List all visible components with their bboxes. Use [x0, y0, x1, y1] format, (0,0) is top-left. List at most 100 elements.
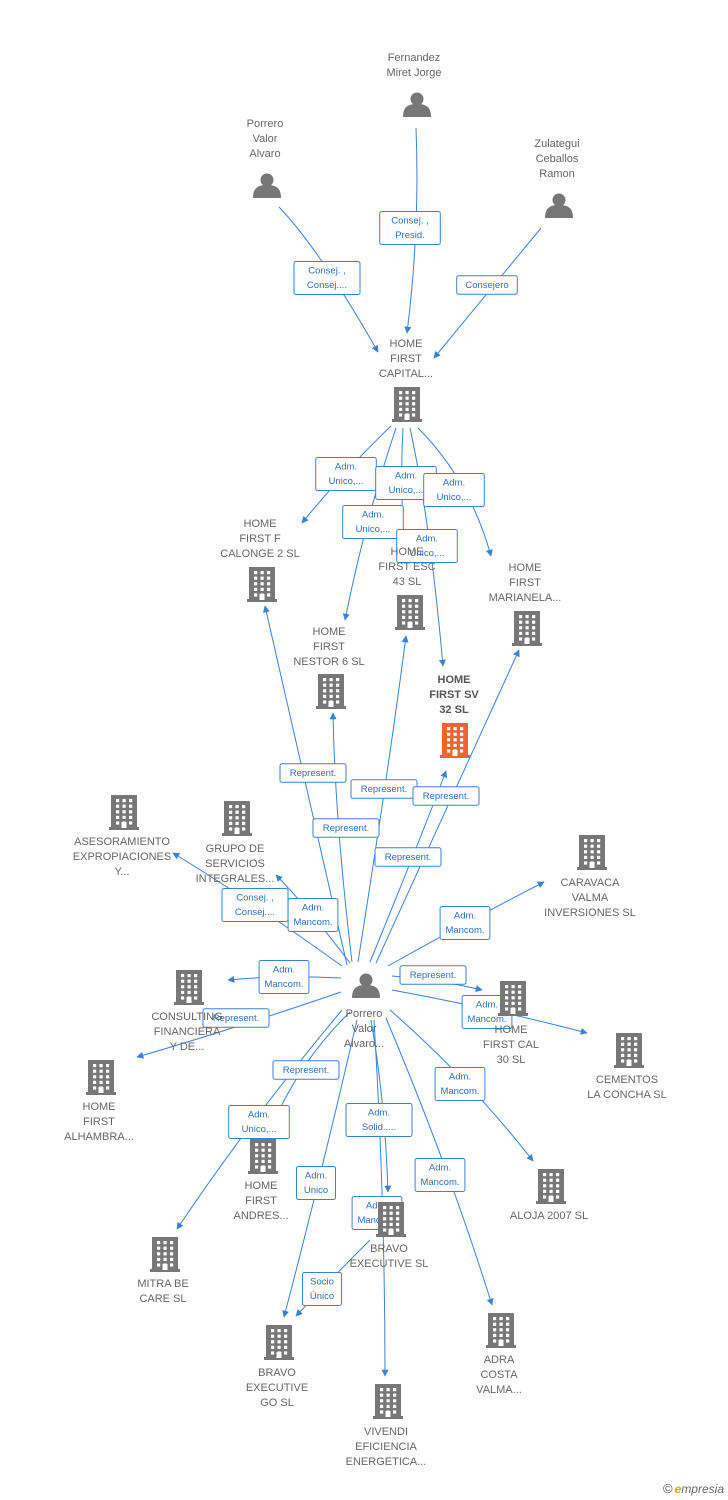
node-capital[interactable]: HOMEFIRSTCAPITAL... — [379, 338, 433, 422]
edge-label-porrero_main-to-mitra[interactable]: Adm. Unico,... — [228, 1105, 290, 1139]
edge-label-text: Represent. — [410, 970, 456, 981]
node-porrero-main[interactable]: PorreroValorAlvaro... — [344, 973, 384, 1051]
edge-label-text: Mancom. — [264, 979, 303, 990]
edge-label-text: Unico,... — [437, 492, 472, 503]
node-label: FINANCIERA — [154, 1026, 221, 1038]
edge-label-porrero_main-to-asesoramiento[interactable]: Consej. ,Consej.... — [221, 888, 289, 922]
node-grupo[interactable]: GRUPO DESERVICIOSINTEGRALES... — [196, 801, 275, 885]
edge-label-porrero_main-to-grupo[interactable]: Adm.Mancom. — [287, 898, 339, 932]
edge-label-porrero_main-to-marianela[interactable]: Represent. — [374, 847, 442, 867]
node-marianela[interactable]: HOMEFIRSTMARIANELA... — [489, 562, 562, 646]
node-asesoramiento[interactable]: ASESORAMIENTOEXPROPIACIONESY... — [73, 795, 171, 878]
edge-labels-layer: Consej. ,Presid.Consej. ,Consej....Conse… — [202, 211, 518, 1306]
edge-label-text: Adm. — [248, 1110, 270, 1121]
edge-label-porrero_main-to-cementos[interactable]: Adm.Mancom. — [461, 995, 513, 1029]
edge-label-porrero_main-to-alhambra[interactable]: Represent. — [202, 1008, 270, 1028]
edge-label-text: Unico,... — [389, 485, 424, 496]
node-andres[interactable]: HOMEFIRSTANDRES... — [233, 1139, 289, 1222]
edge-label-text: Único — [310, 1291, 334, 1302]
edge-label-fernandez-to-capital[interactable]: Consej. ,Presid. — [379, 211, 441, 245]
building-icon — [577, 835, 607, 870]
empresia-brand[interactable]: ©empresia — [663, 1481, 724, 1496]
edge-label-porrero_top-to-capital[interactable]: Consej. ,Consej.... — [293, 261, 361, 295]
edge-label-text: Consej.... — [307, 280, 347, 291]
edge-label-text: Mancom. — [467, 1014, 506, 1025]
node-aloja[interactable]: ALOJA 2007 SL — [510, 1169, 588, 1222]
node-label: 43 SL — [393, 576, 422, 588]
edge-label-text: Consej.... — [235, 907, 275, 918]
edge-label-porrero_main-to-cal30[interactable]: Represent. — [399, 965, 467, 985]
node-label: VALMA — [572, 892, 609, 904]
node-label: 32 SL — [439, 704, 469, 716]
node-label: INTEGRALES... — [196, 873, 275, 885]
edge-label-porrero_main-to-bravo_go[interactable]: Adm.Unico — [296, 1166, 336, 1200]
building-icon — [614, 1033, 644, 1068]
edge-label-text: Consej. , — [391, 216, 429, 227]
node-vivendi[interactable]: VIVENDIEFICIENCIAENERGETICA... — [346, 1384, 427, 1468]
edge-label-porrero_main-to-andres[interactable]: Represent. — [272, 1060, 340, 1080]
edge-label-zulategui-to-capital[interactable]: Consejero — [456, 275, 518, 295]
edge-label-text: Adm. — [362, 510, 384, 521]
edge-label-capital-to-nestor[interactable]: Adm.Unico,... — [342, 505, 404, 539]
building-icon — [373, 1384, 403, 1419]
node-label: Ramon — [539, 168, 574, 180]
edge-label-box — [434, 1067, 486, 1101]
node-label: VALMA... — [476, 1384, 522, 1396]
edge-label-box — [374, 847, 442, 867]
node-label: FIRST F — [239, 533, 281, 545]
edge-label-capital-to-calonge[interactable]: Adm.Unico,... — [315, 457, 377, 491]
edge-label-text: Represent. — [423, 791, 469, 802]
edge-label-porrero_main-to-consult[interactable]: Adm.Mancom. — [258, 960, 310, 994]
node-bravo-exec[interactable]: BRAVO EXECUTIVE SL — [350, 1202, 429, 1270]
edge-label-porrero_main-to-bravo_exec[interactable]: Adm.Solid.,... — [345, 1103, 413, 1137]
edge-label-porrero_main-to-aloja[interactable]: Adm.Mancom. — [434, 1067, 486, 1101]
building-icon — [376, 1202, 406, 1237]
edge-label-text: Adm. — [395, 471, 417, 482]
edges-layer — [136, 127, 588, 1377]
edge-label-text: Unico,... — [242, 1124, 277, 1135]
building-icon — [316, 674, 346, 709]
node-adra[interactable]: ADRACOSTAVALMA... — [476, 1313, 522, 1396]
building-icon — [86, 1060, 116, 1095]
edge-label-text: Adm. — [305, 1171, 327, 1182]
node-label: HOME — [391, 546, 424, 558]
edge-label-box — [287, 898, 339, 932]
edge-label-box — [439, 906, 491, 940]
edge-label-capital-to-esc43[interactable]: Adm. Unico,... — [375, 466, 437, 500]
edge-label-capital-to-marianela[interactable]: Adm.Unico,... — [423, 473, 485, 507]
edge-label-porrero_main-to-esc43[interactable]: Represent. — [350, 779, 418, 799]
brand-logo-initial: e — [674, 1482, 682, 1496]
person-icon — [352, 973, 380, 998]
node-label: ALOJA 2007 SL — [510, 1210, 588, 1222]
edge-label-text: Mancom. — [440, 1086, 479, 1097]
edge-label-porrero_main-to-sv32[interactable]: Represent. — [412, 786, 480, 806]
node-label: EXPROPIACIONES — [73, 851, 171, 863]
node-label: CARAVACA — [561, 877, 621, 889]
node-label: Zulategui — [534, 138, 579, 150]
node-alhambra[interactable]: HOMEFIRSTALHAMBRA... — [64, 1060, 134, 1143]
node-label: Alvaro — [249, 148, 280, 160]
edge-label-capital-to-sv32[interactable]: Adm.Unico,... — [396, 529, 458, 563]
node-label: HOME — [438, 674, 471, 686]
node-label: Valor — [253, 133, 278, 145]
node-label: EXECUTIVE SL — [350, 1258, 429, 1270]
node-label: BRAVO — [370, 1243, 408, 1255]
edge-label-porrero_main-to-nestor[interactable]: Represent. — [312, 818, 380, 838]
edge-label-porrero_main-to-caravaca[interactable]: Adm.Mancom. — [439, 906, 491, 940]
edge-label-porrero_main-to-calonge[interactable]: Represent. — [279, 763, 347, 783]
edge-label-porrero_main-to-adra[interactable]: Adm.Mancom. — [414, 1158, 466, 1192]
